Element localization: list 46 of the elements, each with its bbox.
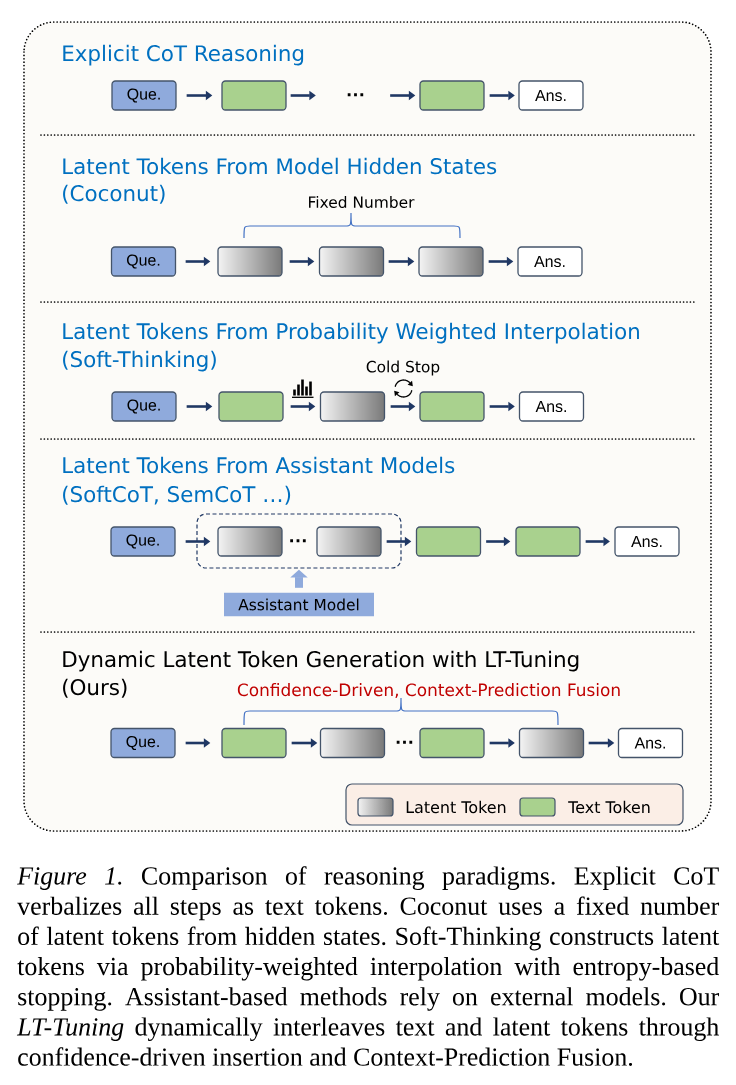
section-heading: Explicit CoT Reasoning	[63, 44, 304, 66]
annotation: Cold Stop	[366, 360, 440, 376]
token-box: Que.	[110, 246, 177, 277]
token-box	[221, 727, 287, 759]
token-box: Ans.	[517, 246, 583, 277]
method-names: (Ours)	[63, 678, 127, 698]
legend-label: Latent Token	[406, 800, 506, 814]
token-box: Que.	[111, 391, 177, 422]
method-names: (Soft-Thinking)	[63, 350, 216, 372]
section-heading: Dynamic Latent Token Generation with LT-Tuning	[63, 650, 579, 672]
dashed-group-box	[196, 513, 402, 569]
token-box	[419, 727, 485, 759]
ellipsis: …	[290, 539, 306, 543]
ellipsis: …	[396, 740, 413, 744]
token-box	[217, 526, 283, 557]
token-box: Que.	[110, 526, 176, 557]
brace-label: Fixed Number	[309, 196, 415, 208]
token-box	[319, 727, 386, 759]
token-box	[319, 391, 386, 422]
method-names: (Coconut)	[63, 184, 165, 204]
token-box	[218, 391, 284, 422]
token-box: Que.	[111, 80, 177, 111]
caption: Figure 1. Comparison of reasoning paradigms. Explicit CoT verbalizes all steps as text tokens. Coconut uses a fixed number of latent tokens from hidden states. Soft-Thinking constructs latent tokens via probability-weighted interpolation with entropy-based stopping. Assistant-based methods rely on external models. Our LT-Tuning dynamically interleaves text and latent tokens through confidence-driven insertion and Context-Prediction Fusion.	[16, 866, 720, 1066]
section-heading: Latent Tokens From Probability Weighted Interpolation	[63, 322, 639, 344]
brace-label: Confidence-Driven, Context-Prediction Fusion	[237, 683, 620, 698]
token-box	[518, 727, 585, 759]
token-box	[221, 80, 287, 111]
token-box: Ans.	[518, 391, 585, 422]
token-box	[415, 526, 482, 557]
token-box	[318, 246, 385, 277]
token-box	[316, 526, 382, 557]
token-box	[217, 246, 283, 277]
section-heading: Latent Tokens From Assistant Models	[63, 456, 455, 474]
ellipsis: …	[347, 93, 364, 97]
model-box: Assistant Model	[224, 592, 374, 617]
token-box: Ans.	[614, 526, 680, 557]
token-box	[419, 391, 485, 422]
token-box	[418, 246, 484, 277]
token-box: Ans.	[518, 80, 584, 111]
legend-label: Text Token	[568, 800, 650, 814]
token-box	[515, 526, 581, 557]
token-box: Ans.	[617, 727, 684, 759]
section-heading: Latent Tokens From Model Hidden States	[63, 157, 497, 175]
token-box: Que.	[110, 727, 176, 759]
token-box	[419, 80, 485, 111]
method-names: (SoftCoT, SemCoT …)	[63, 485, 291, 505]
